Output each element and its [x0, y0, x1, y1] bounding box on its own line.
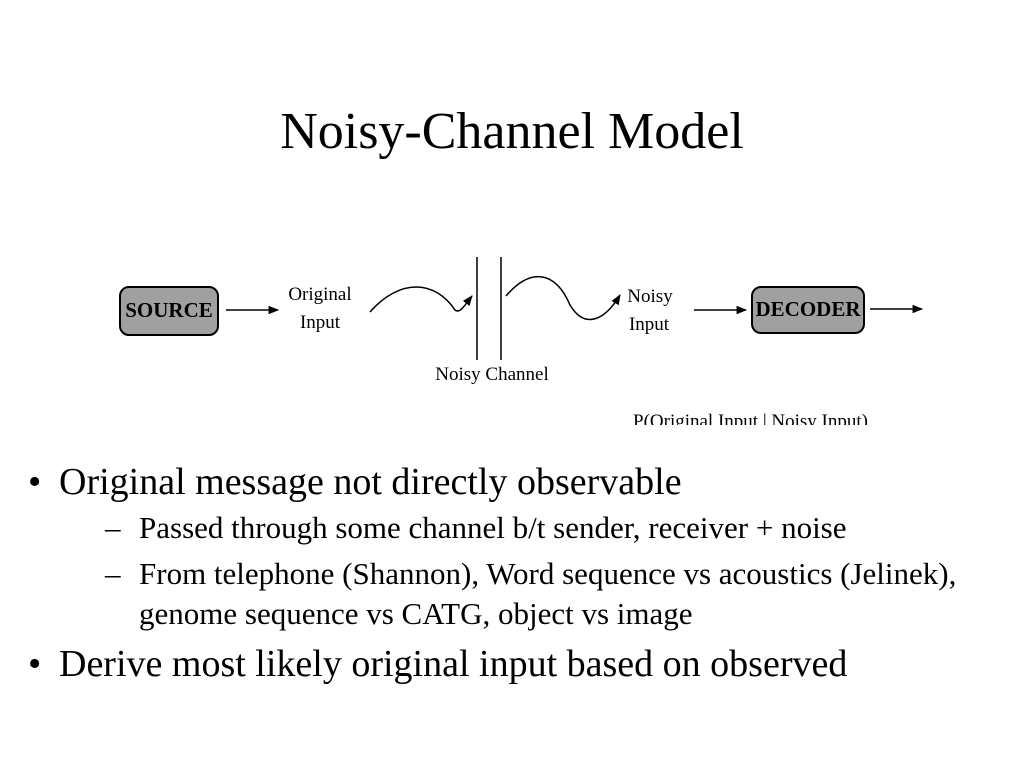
- bullet-marker: •: [28, 643, 42, 685]
- bullet-marker: •: [28, 461, 42, 503]
- noisy-input-label-line2: Input: [629, 314, 670, 335]
- sub-bullet-item-1: – Passed through some channel b/t sender…: [59, 508, 1019, 548]
- noisy-channel-label: Noisy Channel: [435, 364, 548, 385]
- noisy-input-label-line1: Noisy: [627, 286, 673, 307]
- channel-output-wave: [505, 275, 621, 321]
- clip-overlay: [620, 425, 920, 445]
- source-box-shape: [119, 286, 219, 336]
- original-input-label-line2: Input: [300, 312, 341, 333]
- bullet-item-1: • Original message not directly observab…: [24, 458, 1019, 634]
- channel-input-wave: [369, 286, 473, 313]
- decoder-box: DECODER: [751, 286, 865, 334]
- bullet-text: Derive most likely original input based …: [59, 643, 848, 685]
- sub-bullet-marker: –: [105, 510, 121, 545]
- sub-bullet-text: From telephone (Shannon), Word sequence …: [139, 556, 957, 631]
- bullet-list: • Original message not directly observab…: [24, 458, 1019, 690]
- sub-bullet-item-2: – From telephone (Shannon), Word sequenc…: [59, 554, 1019, 634]
- original-input-label-line1: Original: [288, 284, 351, 305]
- source-label: SOURCE: [125, 298, 213, 322]
- decoder-box-shape: [751, 286, 865, 334]
- decoder-label: DECODER: [755, 297, 861, 321]
- bullet-item-2: • Derive most likely original input base…: [24, 640, 1019, 688]
- slide-title: Noisy-Channel Model: [280, 103, 744, 160]
- sub-bullet-marker: –: [105, 556, 121, 591]
- noisy-channel-diagram: SOURCE Original Input Noisy Channel Nois…: [100, 250, 940, 445]
- sub-bullet-text: Passed through some channel b/t sender, …: [139, 510, 847, 545]
- bullet-text: Original message not directly observable: [59, 461, 682, 503]
- source-box: SOURCE: [119, 286, 219, 336]
- sub-bullet-list: – Passed through some channel b/t sender…: [59, 508, 1019, 634]
